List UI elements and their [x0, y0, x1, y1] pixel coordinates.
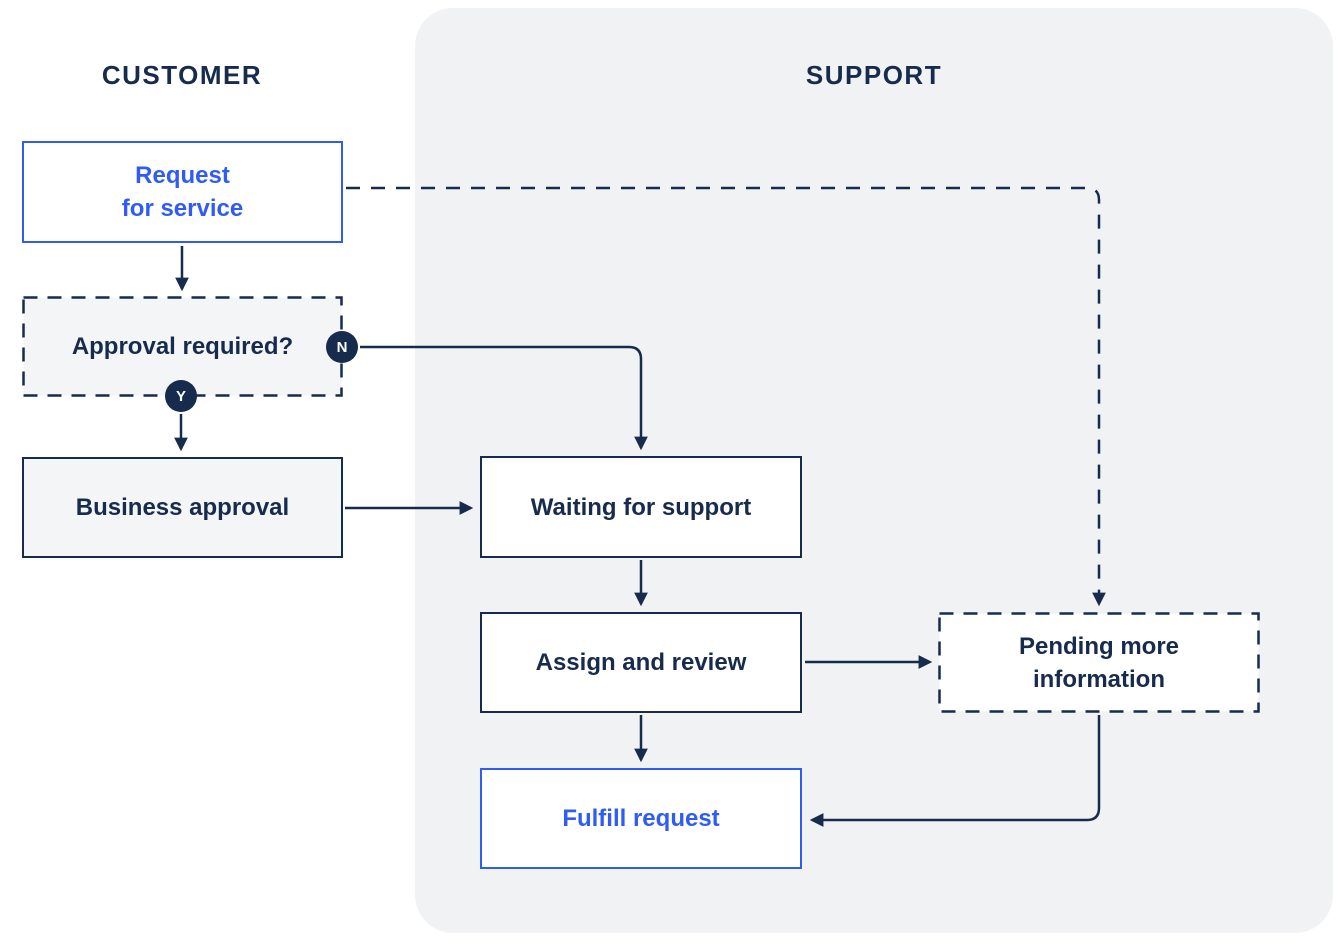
- node-pending-more-information: Pending more information: [938, 612, 1260, 713]
- node-fulfill-request: Fulfill request: [480, 768, 802, 869]
- node-waiting-for-support: Waiting for support: [480, 456, 802, 558]
- arrow-pending-to-fulfill: [809, 715, 1101, 827]
- arrow-approval-no-to-waiting: [360, 345, 648, 451]
- node-label: information: [1033, 665, 1165, 693]
- node-label: Pending more: [1018, 632, 1180, 660]
- lane-title-support: SUPPORT: [805, 60, 943, 90]
- node-request-for-service: Request for service: [22, 141, 343, 243]
- arrow-request-to-pending-dashed: [346, 186, 1106, 607]
- node-label: Waiting for support: [530, 493, 752, 521]
- node-label: for service: [121, 195, 244, 222]
- badge-yes: Y: [165, 380, 197, 412]
- badge-no: N: [326, 331, 358, 363]
- node-label: Approval required?: [71, 333, 294, 360]
- node-pending-dashed-border: [938, 612, 1260, 713]
- node-approval-dashed-border: [22, 296, 343, 397]
- node-assign-and-review: Assign and review: [480, 612, 802, 713]
- node-approval-required: Approval required?: [22, 296, 343, 397]
- node-label: Request: [135, 162, 230, 189]
- node-business-approval: Business approval: [22, 457, 343, 558]
- node-label: Fulfill request: [562, 805, 720, 832]
- node-label: Assign and review: [535, 649, 747, 676]
- node-label: Business approval: [75, 494, 290, 521]
- lane-title-customer: CUSTOMER: [101, 60, 263, 90]
